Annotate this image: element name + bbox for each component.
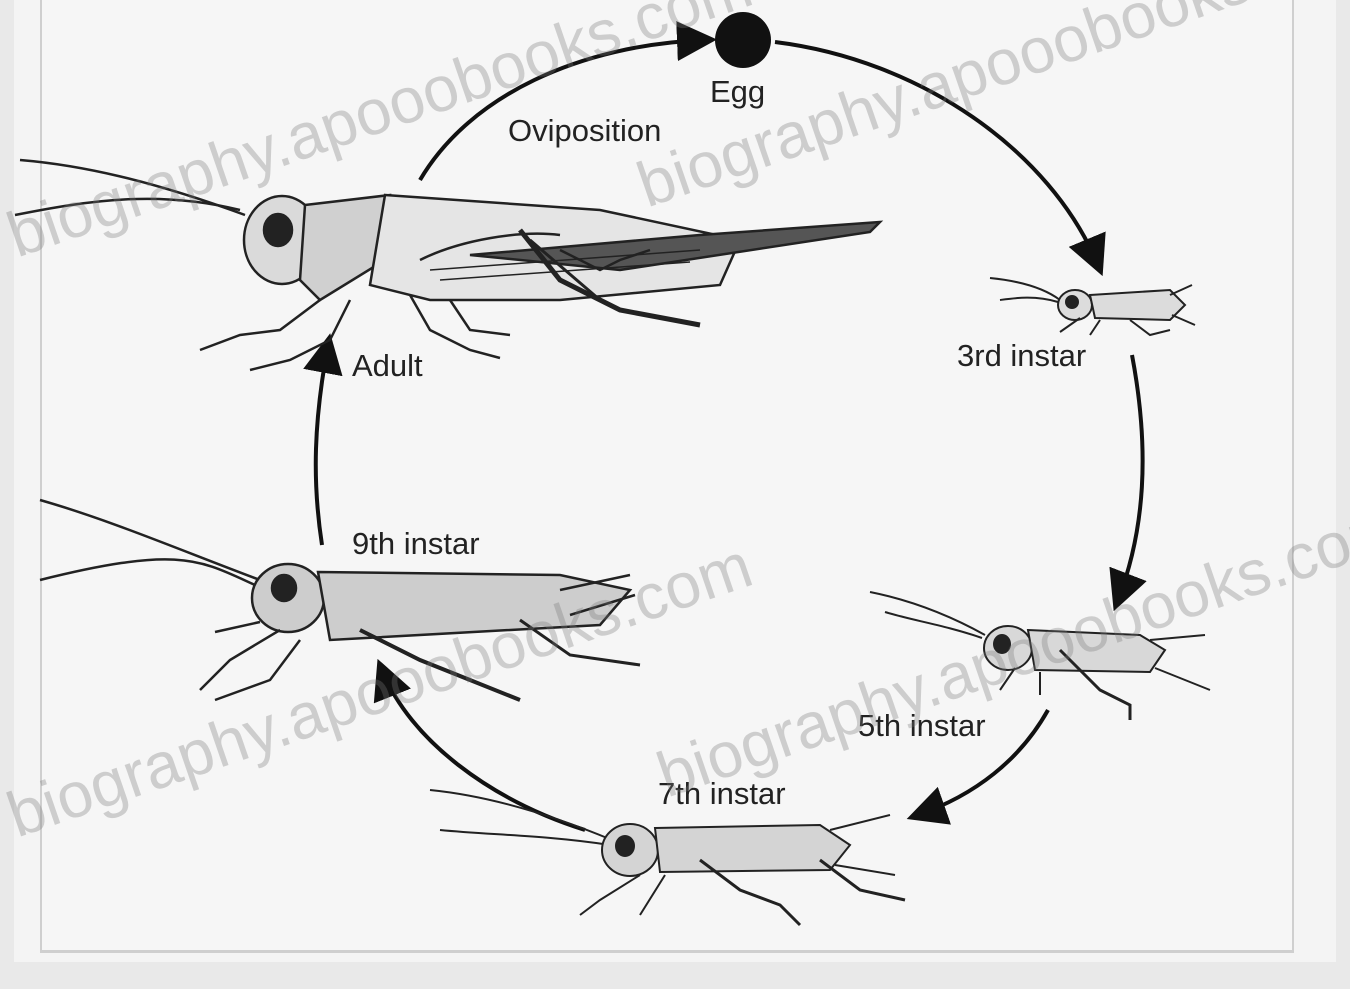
fifth-instar-label: 5th instar (858, 708, 986, 744)
third-instar-cricket-illustration (990, 278, 1195, 335)
egg-dot (715, 12, 771, 68)
arrow-adult-to-egg (420, 40, 705, 180)
adult-cricket-illustration (15, 160, 880, 370)
oviposition-label: Oviposition (508, 113, 661, 149)
arrow-3rd-to-5th-instar (1118, 355, 1143, 600)
third-instar-label: 3rd instar (957, 338, 1086, 374)
seventh-instar-label: 7th instar (658, 776, 786, 812)
arrow-9th-instar-to-adult (316, 345, 328, 545)
adult-label: Adult (352, 348, 423, 384)
ninth-instar-cricket-illustration (40, 500, 640, 700)
fifth-instar-cricket-illustration (870, 592, 1210, 720)
ninth-instar-label: 9th instar (352, 526, 480, 562)
arrow-7th-to-9th-instar (382, 670, 585, 830)
egg-label: Egg (710, 74, 765, 110)
